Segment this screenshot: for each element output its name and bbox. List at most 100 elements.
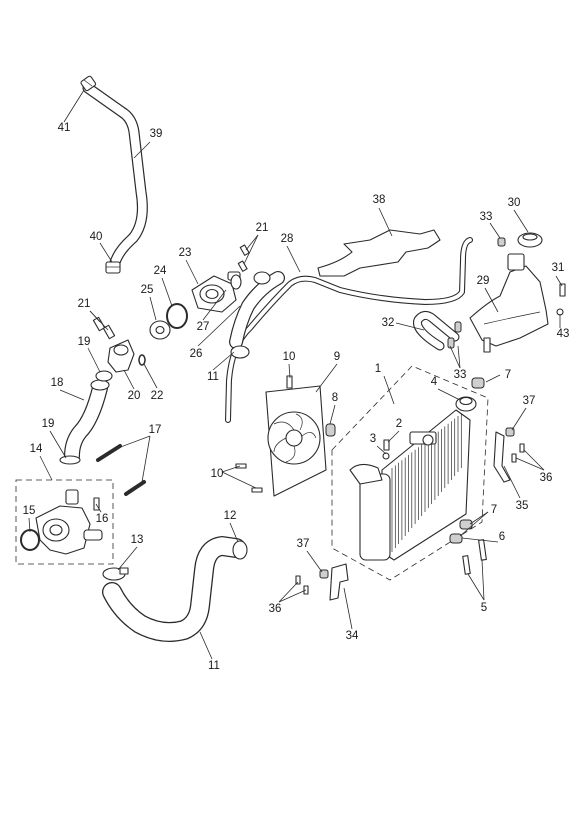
leader-line	[555, 275, 563, 287]
hose-32	[413, 310, 460, 351]
screw-2	[383, 439, 390, 451]
hose-clip-41	[80, 75, 97, 92]
bolt-16	[93, 497, 100, 511]
leader-line	[59, 389, 85, 401]
callout-8: 8	[332, 392, 338, 404]
callout-37-left: 37	[297, 538, 310, 550]
grommets-7-bottom	[449, 519, 473, 544]
callout-25: 25	[141, 284, 154, 296]
o-ring-24	[166, 303, 188, 329]
leader-line	[306, 550, 323, 573]
leader-line	[197, 305, 241, 347]
leader-line	[243, 234, 259, 265]
callout-6: 6	[499, 531, 505, 543]
breather-pipe-28	[225, 237, 473, 423]
tank-cap-30	[517, 232, 543, 248]
o-ring-22	[138, 354, 146, 366]
callout-33-top: 33	[480, 211, 493, 223]
leader-line	[185, 259, 199, 285]
callout-29: 29	[477, 275, 490, 287]
leader-lines	[28, 89, 563, 660]
leader-line	[481, 559, 485, 601]
thermostat-25	[149, 320, 171, 340]
callout-34: 34	[346, 630, 359, 642]
callout-19-upper: 19	[78, 336, 91, 348]
leader-line	[221, 471, 257, 489]
bolts-21-right	[237, 244, 250, 272]
washer-3	[382, 452, 390, 460]
callout-24: 24	[154, 265, 167, 277]
callout-12: 12	[224, 510, 237, 522]
overflow-hose-39	[82, 82, 148, 272]
leader-line	[87, 347, 101, 373]
leader-line	[212, 351, 235, 371]
bolts-17	[96, 444, 146, 496]
callout-43: 43	[557, 328, 570, 340]
leader-line	[143, 363, 158, 389]
callout-3: 3	[370, 433, 376, 445]
hose-clip-11-upper	[230, 345, 250, 359]
leader-line	[489, 222, 501, 239]
leader-line	[123, 369, 135, 390]
leader-line	[459, 511, 489, 537]
callout-16: 16	[96, 513, 109, 525]
leader-line	[141, 435, 151, 483]
callout-4: 4	[431, 376, 438, 388]
hose-18	[64, 379, 110, 464]
callout-11-lower: 11	[208, 660, 220, 672]
hose-clip-12	[232, 540, 248, 560]
leader-line	[95, 503, 102, 513]
water-pump-14	[35, 489, 103, 555]
callout-27: 27	[197, 321, 210, 333]
callout-23: 23	[179, 247, 192, 259]
leader-line	[286, 245, 301, 273]
callout-36-left: 36	[269, 603, 282, 615]
leader-line	[503, 465, 521, 499]
leader-line	[39, 455, 53, 481]
leader-line	[229, 522, 239, 543]
callout-9: 9	[334, 351, 340, 363]
deflector-38	[317, 229, 441, 277]
callout-14: 14	[30, 443, 43, 455]
leader-line	[513, 209, 529, 233]
screws-36-left	[295, 575, 309, 595]
callout-21-left: 21	[78, 298, 91, 310]
callout-36-right: 36	[540, 472, 553, 484]
callout-22: 22	[151, 390, 164, 402]
leader-line	[278, 589, 307, 603]
leader-line	[461, 537, 499, 543]
radiator-1	[349, 409, 471, 561]
callout-5: 5	[481, 602, 487, 614]
o-ring-15	[20, 529, 40, 551]
callout-11-upper: 11	[207, 371, 219, 383]
expansion-tank-29	[469, 253, 549, 353]
callout-13: 13	[131, 534, 144, 546]
leader-line	[343, 587, 353, 630]
hose-clip-27	[230, 271, 271, 290]
callout-10-top: 10	[283, 351, 296, 363]
callout-19-lower: 19	[42, 418, 55, 430]
leader-line	[49, 430, 67, 459]
leader-line	[133, 141, 151, 159]
leader-line	[387, 430, 400, 443]
callout-28: 28	[281, 233, 294, 245]
leader-line	[485, 374, 501, 383]
leader-line	[278, 581, 299, 603]
leader-line	[329, 404, 336, 425]
callout-2: 2	[396, 418, 402, 430]
clip-33-top	[497, 237, 506, 247]
callout-33-bottom: 33	[454, 369, 467, 381]
assembly-14-outline	[15, 479, 114, 565]
hose-26	[229, 271, 285, 349]
callout-labels: 41 39 40 38 30 33 21 28 23 24 25 31 29 2…	[23, 122, 570, 672]
leader-line	[523, 449, 545, 471]
hose-clip-13	[102, 567, 129, 581]
leader-line	[449, 345, 461, 369]
leader-line	[199, 631, 213, 660]
callout-15: 15	[23, 505, 36, 517]
leader-line	[378, 207, 393, 237]
leader-line	[161, 277, 173, 307]
hose-clip-19-upper	[95, 370, 113, 382]
callout-21-right: 21	[256, 222, 269, 234]
leader-line	[383, 375, 395, 405]
